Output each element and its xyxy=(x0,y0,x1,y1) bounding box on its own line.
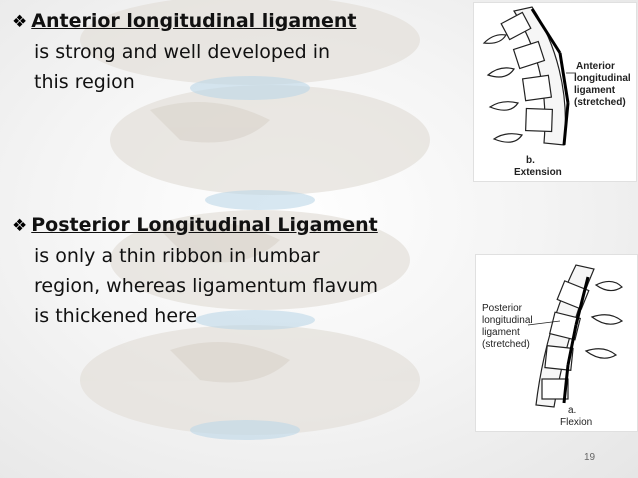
body-line: is strong and well developed in xyxy=(34,41,331,63)
extension-caption: Extension xyxy=(514,167,562,178)
flexion-diagram: Posterior longitudinal ligament (stretch… xyxy=(475,254,638,432)
anterior-ligament-section: ❖Anterior longitudinal ligament is stron… xyxy=(12,6,357,97)
diamond-bullet-icon: ❖ xyxy=(12,12,28,32)
extension-diagram: Anterior longitudinal ligament (stretche… xyxy=(473,2,637,182)
flexion-ligament-label-line: longitudinal xyxy=(482,315,533,326)
extension-caption-letter: b. xyxy=(526,155,535,166)
diamond-bullet-icon: ❖ xyxy=(12,216,28,236)
flexion-caption-letter: a. xyxy=(568,405,576,416)
body-line: this region xyxy=(34,71,135,93)
flexion-caption: Flexion xyxy=(560,417,592,428)
posterior-ligament-heading: Posterior Longitudinal Ligament xyxy=(31,214,378,236)
flexion-ligament-label-line: ligament xyxy=(482,327,520,338)
extension-ligament-label-line: (stretched) xyxy=(574,97,626,108)
page-number: 19 xyxy=(584,452,596,463)
flexion-ligament-label-line: Posterior xyxy=(482,303,523,314)
posterior-ligament-section: ❖Posterior Longitudinal Ligament is only… xyxy=(12,210,378,331)
extension-ligament-label-line: longitudinal xyxy=(574,73,631,84)
extension-ligament-label-line: Anterior xyxy=(576,61,615,72)
body-line: is thickened here xyxy=(34,305,198,327)
body-line: region, whereas ligamentum flavum xyxy=(34,275,379,297)
anterior-ligament-heading: Anterior longitudinal ligament xyxy=(31,10,357,32)
body-line: is only a thin ribbon in lumbar xyxy=(34,245,320,267)
flexion-ligament-label-line: (stretched) xyxy=(482,339,530,350)
extension-ligament-label-line: ligament xyxy=(574,85,616,96)
